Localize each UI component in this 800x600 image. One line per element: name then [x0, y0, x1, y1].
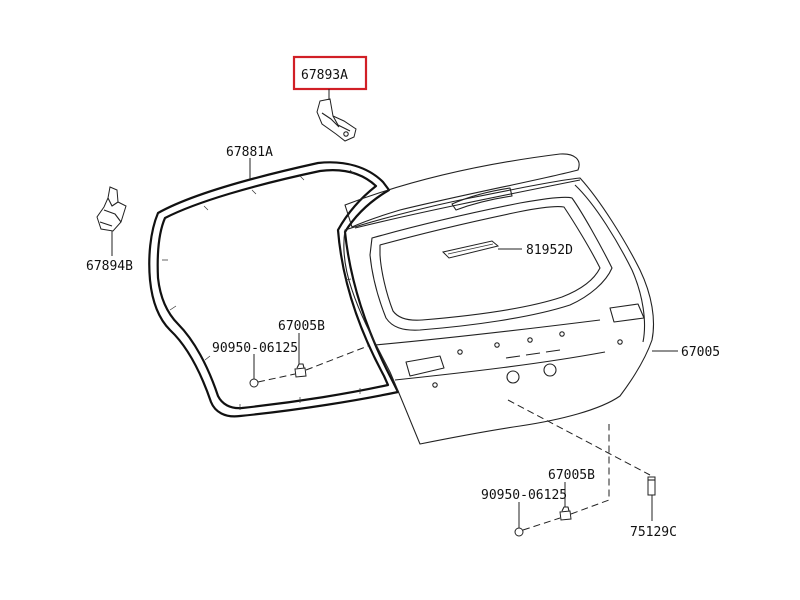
label-90950-lower: 90950-06125 [481, 488, 567, 503]
stop-lamp-part[interactable] [442, 240, 500, 259]
weatherstrip-part[interactable] [148, 161, 400, 418]
screw-upper-part[interactable] [249, 378, 259, 388]
highlight-box [292, 55, 368, 91]
label-67005: 67005 [681, 345, 720, 360]
dashed-upper [257, 345, 369, 383]
cushion-part[interactable] [647, 476, 656, 496]
bumper-upper-part[interactable] [294, 363, 307, 378]
label-67881a: 67881A [226, 145, 273, 160]
backdoor-panel-part[interactable] [343, 153, 655, 445]
dashed-cushion [507, 399, 651, 476]
label-67005b-upper: 67005B [278, 319, 325, 334]
label-75129c: 75129C [630, 525, 677, 540]
screw-lower-part[interactable] [514, 527, 524, 537]
label-67893a: 67893A [301, 68, 348, 83]
label-67005b-lower: 67005B [548, 468, 595, 483]
hinge-upper-part[interactable] [316, 98, 357, 142]
label-81952d: 81952D [526, 243, 573, 258]
bumper-lower-part[interactable] [559, 506, 572, 521]
label-90950-upper: 90950-06125 [212, 341, 298, 356]
label-67894b: 67894B [86, 259, 133, 274]
dashed-lower [522, 424, 610, 531]
hinge-side-part[interactable] [96, 186, 127, 232]
